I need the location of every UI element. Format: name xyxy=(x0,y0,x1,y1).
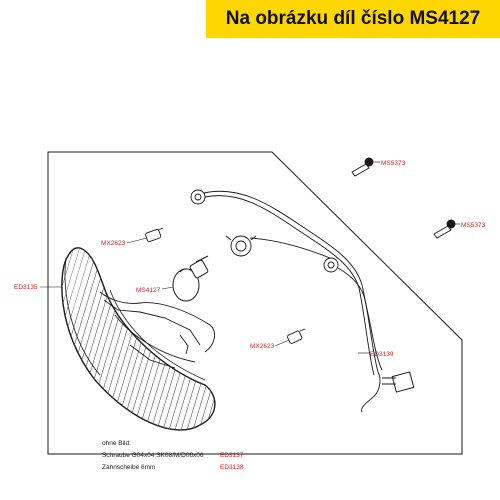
note-item-text: Schraube G04x04 SK08/M/D06x06 xyxy=(102,452,204,459)
title-text: Na obrázku díl číslo MS4127 xyxy=(225,8,481,29)
socket-middle xyxy=(225,235,257,257)
label-ms5373-right: MS5373 xyxy=(461,222,486,229)
screw-top xyxy=(351,157,374,177)
note-item-code: ED3138 xyxy=(220,464,244,471)
leader-lines xyxy=(40,161,460,354)
wiring-harness xyxy=(203,190,383,413)
bulb-mx2623-top xyxy=(145,227,164,242)
lamp-housing xyxy=(99,291,216,369)
note-item-text: Zahnscheibe 6mm xyxy=(102,464,156,471)
socket-right xyxy=(323,257,339,273)
screw-right xyxy=(433,219,456,239)
note-item-code: ED3137 xyxy=(220,452,244,459)
bulb-ms4127 xyxy=(172,255,209,302)
label-mx2623-bottom: MX2623 xyxy=(250,343,275,350)
label-ms4127: MS4127 xyxy=(136,287,161,294)
socket-top xyxy=(190,189,206,205)
title-banner: Na obrázku díl číslo MS4127 xyxy=(206,0,500,38)
notes-heading: ohne Bild: xyxy=(102,440,131,447)
lamp-lens xyxy=(61,247,216,431)
label-ed3139: ED3139 xyxy=(370,351,394,358)
label-ed3135: ED3135 xyxy=(14,284,38,291)
diagram-frame xyxy=(47,151,463,455)
bulb-mx2623-bottom xyxy=(287,328,306,344)
connector-plug xyxy=(382,371,415,393)
label-ms5373-top: MS5373 xyxy=(381,160,406,167)
label-mx2623-top: MX2623 xyxy=(101,240,126,247)
